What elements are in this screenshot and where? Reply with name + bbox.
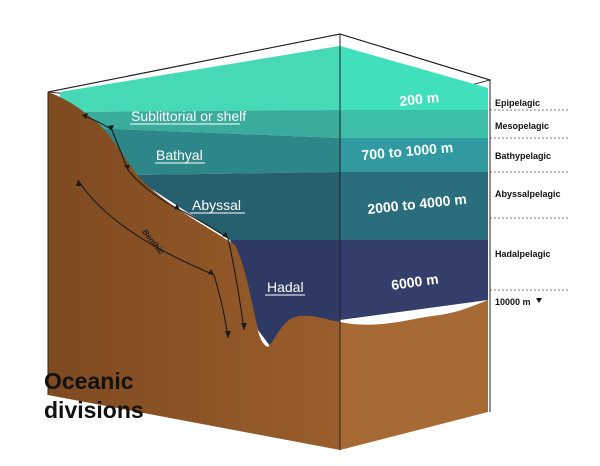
bottom-arrow-icon	[536, 298, 542, 303]
depth-200: 200 m	[399, 89, 440, 109]
seabed-front	[48, 92, 340, 450]
front-layer-epipelagic	[60, 46, 340, 112]
label-hadal: Hadal	[267, 279, 304, 295]
front-layer-hadalpelagic	[230, 240, 340, 346]
side-layer-hadalpelagic	[340, 240, 488, 320]
box-outline	[47, 33, 491, 450]
seabed-side	[340, 300, 488, 450]
depth-700-1000: 700 to 1000 m	[361, 139, 454, 163]
depth-leaders	[490, 109, 570, 291]
pelagic-mesopelagic: Mesopelagic	[495, 121, 549, 131]
title-line-2: divisions	[44, 397, 144, 423]
pelagic-bottom: 10000 m	[495, 297, 531, 307]
pelagic-epipelagic: Epipelagic	[495, 98, 540, 108]
pelagic-bathypelagic: Bathypelagic	[495, 151, 551, 161]
depth-6000: 6000 m	[390, 271, 439, 293]
side-layer-mesopelagic	[340, 110, 488, 138]
benthic-arrowheads	[76, 113, 247, 338]
label-bathyal: Bathyal	[156, 147, 203, 163]
title-line-1: Oceanic	[44, 368, 134, 394]
pelagic-abyssopelagic: Abyssalpelagic	[495, 189, 561, 199]
front-layer-abyssopelagic	[130, 172, 340, 240]
side-layer-abyssopelagic	[340, 172, 488, 240]
side-layer-bathypelagic	[340, 138, 488, 172]
pelagic-hadalpelagic: Hadalpelagic	[495, 249, 551, 259]
label-shelf: Sublittorial or shelf	[131, 108, 246, 124]
label-abyssal: Abyssal	[192, 197, 241, 213]
zone-underlines	[130, 123, 305, 296]
side-layer-epipelagic	[340, 46, 488, 110]
front-layer-bathypelagic	[90, 128, 340, 175]
